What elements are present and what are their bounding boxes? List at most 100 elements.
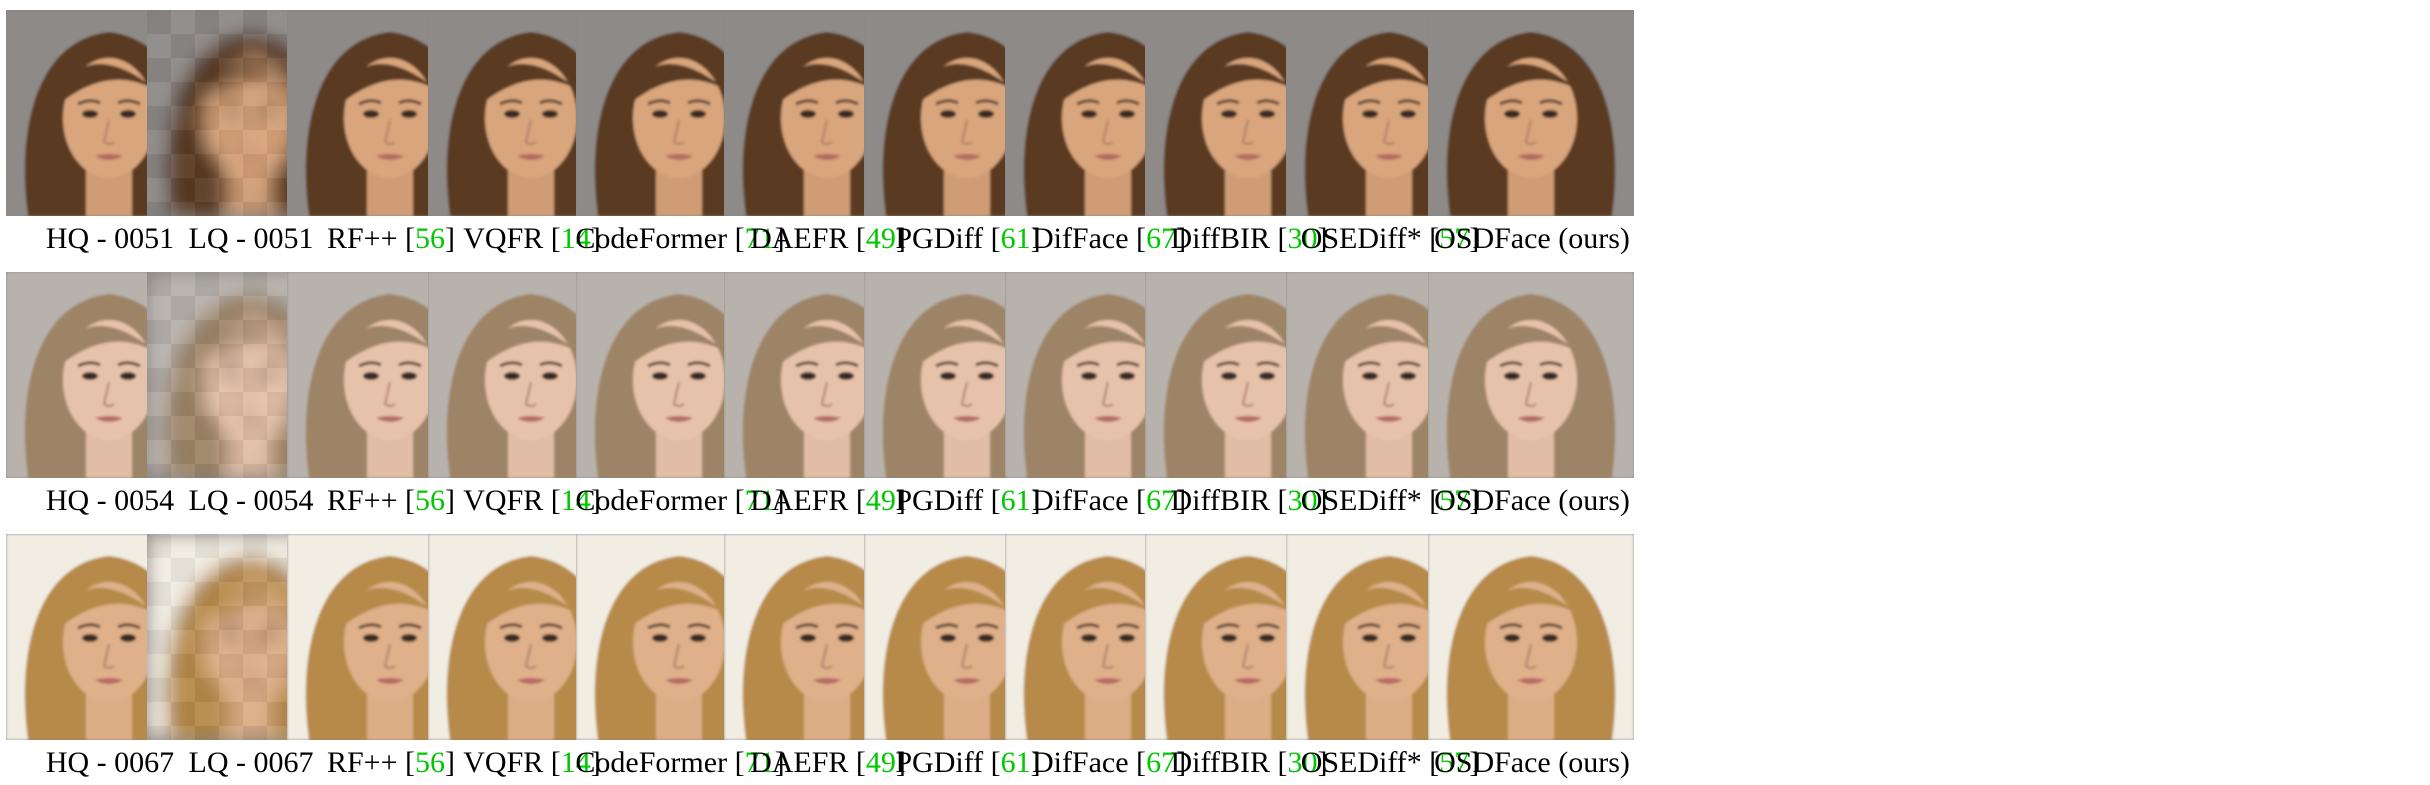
caption-bracket: ] xyxy=(445,746,456,779)
citation-link[interactable]: 67 xyxy=(1146,222,1177,255)
citation-link[interactable]: 49 xyxy=(865,484,896,517)
panel-caption: OSDFace (ours) xyxy=(1412,484,1652,518)
panel-caption: RF++ [56] xyxy=(271,484,511,518)
caption-text: DifFace [ xyxy=(1031,484,1147,517)
citation-link[interactable]: 30 xyxy=(1287,746,1318,779)
caption-text: RF++ [ xyxy=(326,746,416,779)
caption-text: VQFR [ xyxy=(463,746,561,779)
caption-bracket: ] xyxy=(1030,484,1041,517)
citation-link[interactable]: 49 xyxy=(865,222,896,255)
caption-text: DAEFR [ xyxy=(750,746,866,779)
citation-link[interactable]: 71 xyxy=(744,746,775,779)
caption-bracket: ] xyxy=(1317,484,1328,517)
panel-caption: VQFR [14] xyxy=(412,484,652,518)
caption-bracket: ] xyxy=(445,484,456,517)
panel-caption: OSDFace (ours) xyxy=(1412,222,1652,256)
panel-caption: OSEDiff* [57] xyxy=(1270,746,1510,780)
caption-text: CodeFormer [ xyxy=(575,746,745,779)
panel-osdface: OSDFace (ours) xyxy=(1428,272,1636,522)
face-photo xyxy=(1428,534,1634,740)
caption-text: RF++ [ xyxy=(326,222,416,255)
citation-link[interactable]: 61 xyxy=(1000,746,1031,779)
face-photo xyxy=(1428,10,1634,216)
caption-bracket: ] xyxy=(1176,222,1187,255)
caption-text: DAEFR [ xyxy=(750,222,866,255)
caption-text: OSDFace (ours) xyxy=(1434,746,1630,779)
caption-text: PGDiff [ xyxy=(895,484,1001,517)
caption-text: CodeFormer [ xyxy=(575,222,745,255)
citation-link[interactable]: 57 xyxy=(1439,484,1470,517)
citation-link[interactable]: 71 xyxy=(744,484,775,517)
caption-bracket: ] xyxy=(1176,484,1187,517)
caption-bracket: ] xyxy=(774,222,785,255)
caption-bracket: ] xyxy=(1030,746,1041,779)
citation-link[interactable]: 61 xyxy=(1000,222,1031,255)
caption-bracket: ] xyxy=(774,746,785,779)
caption-text: OSEDiff* [ xyxy=(1300,746,1440,779)
caption-bracket: ] xyxy=(1176,746,1187,779)
citation-link[interactable]: 57 xyxy=(1439,222,1470,255)
caption-text: HQ - 0067 xyxy=(45,746,175,779)
caption-text: DifFace [ xyxy=(1031,222,1147,255)
citation-link[interactable]: 56 xyxy=(415,746,446,779)
panel-caption: LQ - 0051 xyxy=(131,222,371,256)
caption-text: OSEDiff* [ xyxy=(1300,222,1440,255)
citation-link[interactable]: 14 xyxy=(560,746,591,779)
caption-text: PGDiff [ xyxy=(895,746,1001,779)
citation-link[interactable]: 67 xyxy=(1146,484,1177,517)
caption-bracket: ] xyxy=(1317,746,1328,779)
caption-text: LQ - 0054 xyxy=(188,484,314,517)
citation-link[interactable]: 30 xyxy=(1287,484,1318,517)
caption-text: HQ - 0051 xyxy=(45,222,175,255)
citation-link[interactable]: 57 xyxy=(1439,746,1470,779)
caption-text: LQ - 0067 xyxy=(188,746,314,779)
caption-bracket: ] xyxy=(1317,222,1328,255)
citation-link[interactable]: 56 xyxy=(415,222,446,255)
caption-text: CodeFormer [ xyxy=(575,484,745,517)
citation-link[interactable]: 30 xyxy=(1287,222,1318,255)
panel-caption: HQ - 0051 xyxy=(0,222,230,256)
citation-link[interactable]: 49 xyxy=(865,746,896,779)
citation-link[interactable]: 67 xyxy=(1146,746,1177,779)
panel-osdface: OSDFace (ours) xyxy=(1428,10,1636,260)
panel-osdface: OSDFace (ours) xyxy=(1428,534,1636,784)
caption-text: LQ - 0051 xyxy=(188,222,314,255)
citation-link[interactable]: 56 xyxy=(415,484,446,517)
caption-bracket: ] xyxy=(1469,484,1480,517)
panel-caption: DifFace [67] xyxy=(989,746,1229,780)
caption-bracket: ] xyxy=(774,484,785,517)
panel-caption: DAEFR [49] xyxy=(708,222,948,256)
caption-bracket: ] xyxy=(445,222,456,255)
panel-caption: OSEDiff* [57] xyxy=(1270,484,1510,518)
citation-link[interactable]: 14 xyxy=(560,222,591,255)
caption-bracket: ] xyxy=(895,222,906,255)
caption-text: HQ - 0054 xyxy=(45,484,175,517)
caption-text: RF++ [ xyxy=(326,484,416,517)
citation-link[interactable]: 14 xyxy=(560,484,591,517)
panel-caption: VQFR [14] xyxy=(412,222,652,256)
caption-text: OSDFace (ours) xyxy=(1434,484,1630,517)
caption-bracket: ] xyxy=(1469,746,1480,779)
citation-link[interactable]: 71 xyxy=(744,222,775,255)
citation-link[interactable]: 61 xyxy=(1000,484,1031,517)
panel-caption: RF++ [56] xyxy=(271,746,511,780)
face-photo xyxy=(1428,272,1634,478)
caption-text: VQFR [ xyxy=(463,222,561,255)
caption-text: DAEFR [ xyxy=(750,484,866,517)
panel-caption: DiffBIR [30] xyxy=(1129,746,1369,780)
caption-bracket: ] xyxy=(895,484,906,517)
panel-caption: DAEFR [49] xyxy=(708,484,948,518)
caption-bracket: ] xyxy=(1469,222,1480,255)
panel-caption: LQ - 0054 xyxy=(131,484,371,518)
caption-bracket: ] xyxy=(590,746,601,779)
panel-caption: HQ - 0054 xyxy=(0,484,230,518)
panel-caption: PGDiff [61] xyxy=(848,746,1088,780)
caption-text: DiffBIR [ xyxy=(1170,484,1288,517)
caption-bracket: ] xyxy=(590,222,601,255)
panel-caption: DiffBIR [30] xyxy=(1129,222,1369,256)
caption-text: DiffBIR [ xyxy=(1170,746,1288,779)
panel-caption: VQFR [14] xyxy=(412,746,652,780)
panel-caption: CodeFormer [71] xyxy=(560,484,800,518)
panel-caption: DifFace [67] xyxy=(989,484,1229,518)
